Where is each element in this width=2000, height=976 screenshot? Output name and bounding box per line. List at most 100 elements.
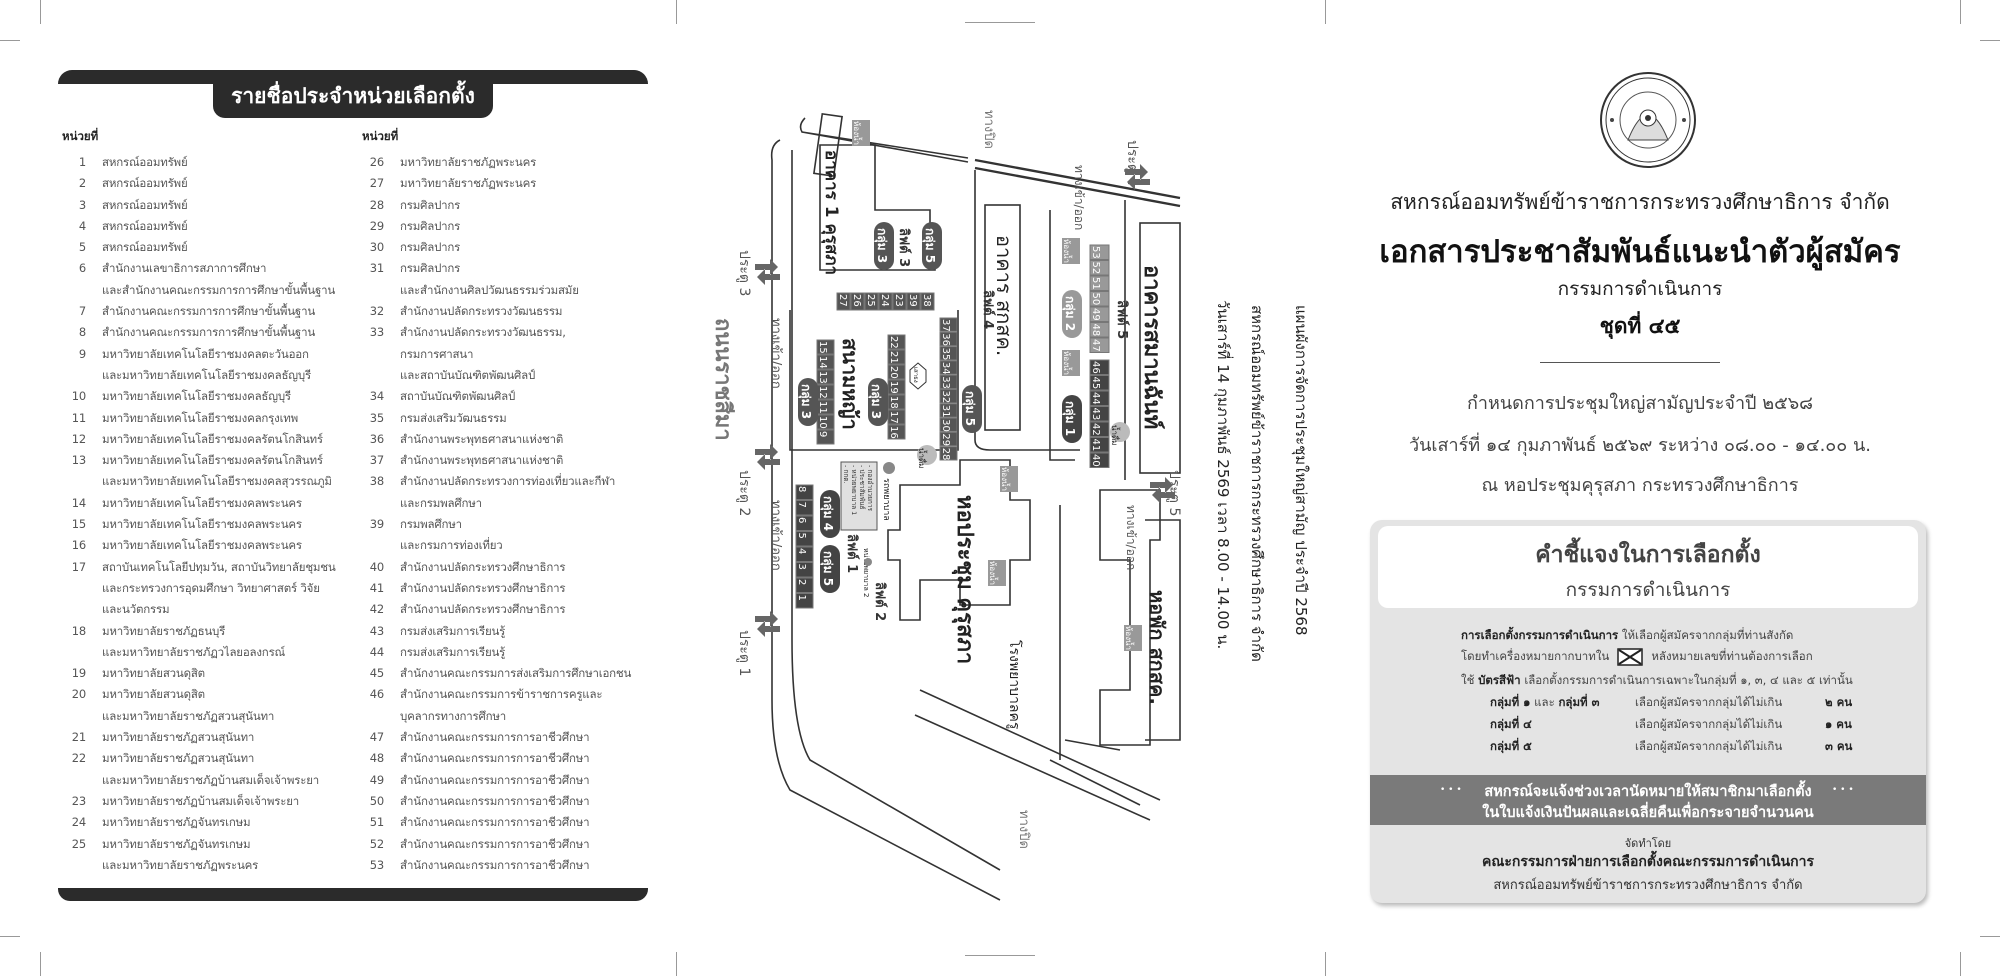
booth-number: 22 [888, 336, 899, 349]
booth-number: 44 [1090, 392, 1101, 405]
prepared-by-committee: คณะกรรมการฝ่ายการเลือกตั้งคณะกรรมการดำเน… [1482, 854, 1814, 870]
unit-name: และมหาวิทยาลัยราชภัฏบ้านสมเด็จเจ้าพระยา [102, 772, 320, 787]
group-badge-label: กลุ่ม 2 [1062, 296, 1077, 331]
unit-number: 19 [71, 666, 86, 681]
instruction-text: ใช้ [1461, 673, 1475, 687]
booth-cell [939, 446, 958, 461]
road-left-inner [791, 150, 1001, 871]
list-item: และกระทรวงการอุดมศึกษา วิทยาศาสตร์ วิจัย [62, 578, 336, 599]
list-footer-bar [58, 888, 648, 901]
blue-card-label: บัตรสีฟ้า [1478, 673, 1521, 687]
booth-cell [1089, 244, 1110, 260]
unit-name: มหาวิทยาลัยเทคโนโลยีราชมงคลพระนคร [102, 517, 302, 532]
booth-cell [939, 403, 958, 418]
notice-line-2: ในใบแจ้งเงินปันผลและเฉลี่ยคืนเพื่อกระจาย… [1482, 805, 1814, 821]
hospital-label: โรงพยาบาลครู [1006, 640, 1023, 730]
unit-name: สำนักงานคณะกรรมการการอาชีวศึกษา [400, 836, 590, 851]
unit-name: มหาวิทยาลัยราชภัฏบ้านสมเด็จเจ้าพระยา [102, 793, 299, 808]
prepared-by-label: จัดทำโดย [1624, 837, 1672, 850]
dorm-boundary [1059, 505, 1121, 760]
prepared-by-org: สหกรณ์ออมทรัพย์ข้าราชการกระทรวงศึกษาธิกา… [1493, 878, 1803, 893]
map-title: แผนผังการจัดการประชุมใหญ่สามัญ ประจำปี 2… [1291, 305, 1310, 636]
unit-name: สำนักงานคณะกรรมการการศึกษาขั้นพื้นฐาน [102, 304, 315, 319]
medical-cross-icon [883, 462, 895, 474]
booth-cell [816, 339, 835, 355]
building-saman-outline [1139, 222, 1181, 474]
water-icon [1110, 422, 1130, 442]
instructions-title: คำชี้แจงในการเลือกตั้ง [1535, 542, 1761, 568]
notice-band [1370, 775, 1926, 825]
unit-number: 4 [78, 218, 86, 233]
unit-name: สหกรณ์ออมทรัพย์ [102, 197, 188, 212]
lawn-outline [789, 310, 959, 451]
hospital-road [914, 689, 1161, 821]
booth-cell [816, 354, 835, 370]
instruction-text: ให้เลือกผู้สมัครจากกลุ่มที่ท่านสังกัด [1621, 628, 1794, 642]
unit-number: 9 [78, 346, 86, 361]
unit-name: บุคลากรทางการศึกษา [400, 708, 506, 723]
info-box-line: - หน่วยพยาบาล 1 [850, 465, 858, 515]
unit-name: มหาวิทยาลัยราชภัฏจันทรเกษม [102, 836, 251, 851]
water-label: น้ำดื่ม [917, 448, 928, 468]
road-top-right [974, 158, 1181, 208]
unit-number: 8 [78, 325, 86, 340]
booth-number: 47 [1090, 339, 1101, 352]
group-label: กลุ่มที่ ๔ [1490, 716, 1532, 734]
group-label: กลุ่มที่ ๑ และ กลุ่มที่ ๓ [1490, 694, 1599, 712]
list-item: และมหาวิทยาลัยราชภัฏสวนสุนันทา [62, 706, 336, 727]
building-annex [813, 112, 843, 178]
unit-number [360, 493, 384, 514]
unit-name: และนวัตกรรม [102, 602, 170, 617]
group-badge [874, 222, 894, 270]
group-label: กลุ่มที่ ๕ [1490, 738, 1532, 756]
instruction-bold: การเลือกตั้งกรรมการดำเนินการ [1461, 628, 1619, 642]
medical-cross-icon [864, 558, 872, 566]
list-item: และสำนักงานคณะกรรมการการศึกษาขั้นพื้นฐาน [62, 280, 336, 301]
column-header-unit: หน่วยที่ [362, 129, 399, 143]
building-oskt-label: อาคาร สกสค. [992, 235, 1016, 356]
group-badge [962, 385, 982, 433]
unit-name: สำนักงานปลัดกระทรวงศึกษาธิการ [400, 559, 566, 574]
unit-number: 11 [71, 410, 86, 425]
unit-name: กรมศิลปากร [400, 240, 461, 255]
unit-name: มหาวิทยาลัยสวนดุสิต [102, 666, 205, 681]
booth-number: 32 [940, 391, 951, 404]
water-icon [917, 445, 937, 465]
booth-number: 35 [940, 348, 951, 361]
group-limit-count: ๓ คน [1825, 738, 1852, 756]
unit-name: กรมพลศึกษา [400, 517, 462, 532]
unit-name: มหาวิทยาลัยราชภัฏจันทรเกษม [102, 815, 251, 830]
lift-label: ลิฟต์ 5 [1114, 300, 1130, 339]
crop-mark [0, 40, 20, 41]
toilet-icon [852, 120, 870, 146]
unit-name: กรมส่งเสริมวัฒนธรรม [400, 410, 507, 425]
group-limit-count: ๑ คน [1825, 716, 1852, 734]
unit-number: 36 [369, 431, 384, 446]
unit-name: สหกรณ์ออมทรัพย์ [102, 218, 188, 233]
entrance-label: ทางเข้า/ออก [1072, 165, 1086, 230]
unit-number: 31 [369, 261, 384, 276]
instruction-text: โดยทำเครื่องหมายกากบาทใน [1461, 649, 1610, 663]
booth-number: 6 [796, 517, 807, 523]
booth-number: 15 [817, 341, 828, 354]
unit-name: กรมศิลปากร [400, 197, 461, 212]
unit-number: 12 [71, 431, 86, 446]
booth-cell [939, 331, 958, 347]
booth-number: 45 [1090, 377, 1101, 390]
toilet-label: ห้องน้ำ [1124, 626, 1135, 650]
group-badge [820, 490, 840, 538]
unit-name: สำนักงานปลัดกระทรวงศึกษาธิการ [400, 602, 566, 617]
